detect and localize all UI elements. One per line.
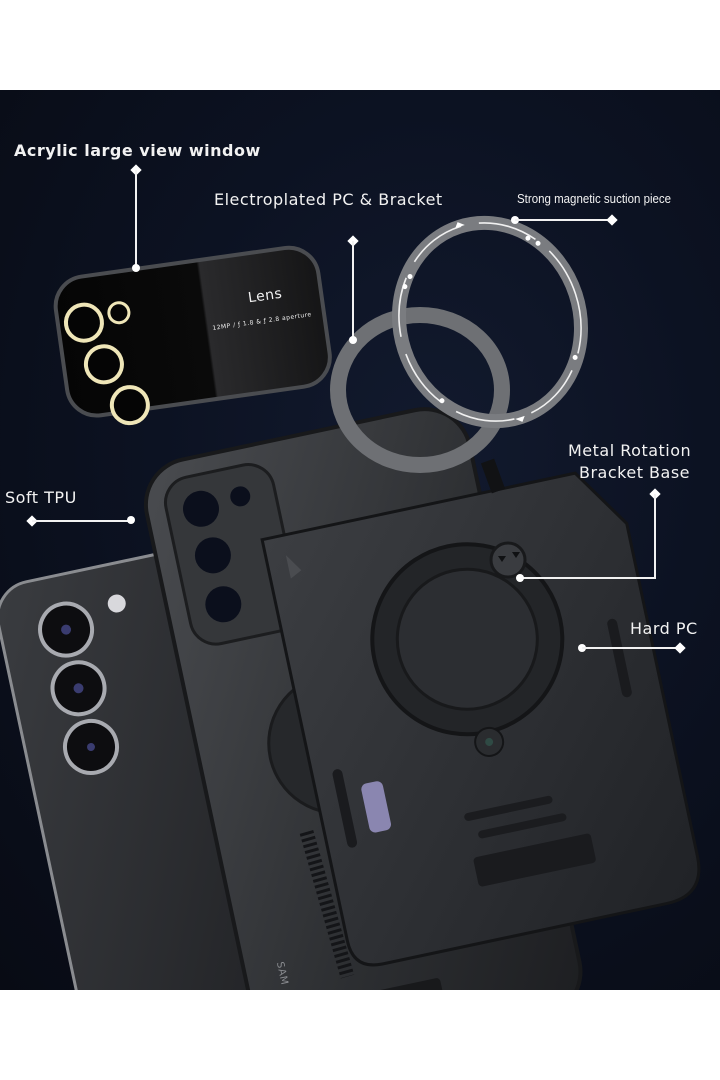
callout-acrylic-window: Acrylic large view window (14, 141, 261, 160)
electroplated-ring (330, 307, 510, 473)
callout-line (515, 219, 612, 221)
callout-rotation-base-line2: Bracket Base (579, 463, 691, 482)
rotation-knob (489, 541, 527, 579)
hard-pc-frame (260, 471, 701, 967)
callout-rotation-base-line1: Metal Rotation (568, 441, 692, 460)
callout-line (520, 577, 656, 579)
callout-dot (516, 574, 524, 582)
callout-dot (349, 336, 357, 344)
callout-soft-tpu: Soft TPU (5, 488, 77, 507)
callout-electroplated: Electroplated PC & Bracket (214, 190, 443, 209)
callout-hard-pc: Hard PC (630, 619, 698, 638)
callout-magnetic: Strong magnetic suction piece (517, 192, 672, 206)
callout-line (582, 647, 680, 649)
callout-line (32, 520, 131, 522)
product-artwork (0, 215, 701, 990)
acrylic-lens-module (53, 245, 332, 426)
magnetic-ring (391, 215, 589, 429)
callout-line (352, 241, 354, 340)
product-illustration-panel: Lens 12MP / ƒ 1.8 & ƒ 2.8 aperture SAM (0, 90, 720, 990)
callout-dot (127, 516, 135, 524)
callout-line (654, 494, 656, 579)
callout-line (135, 170, 137, 268)
callout-dot (132, 264, 140, 272)
